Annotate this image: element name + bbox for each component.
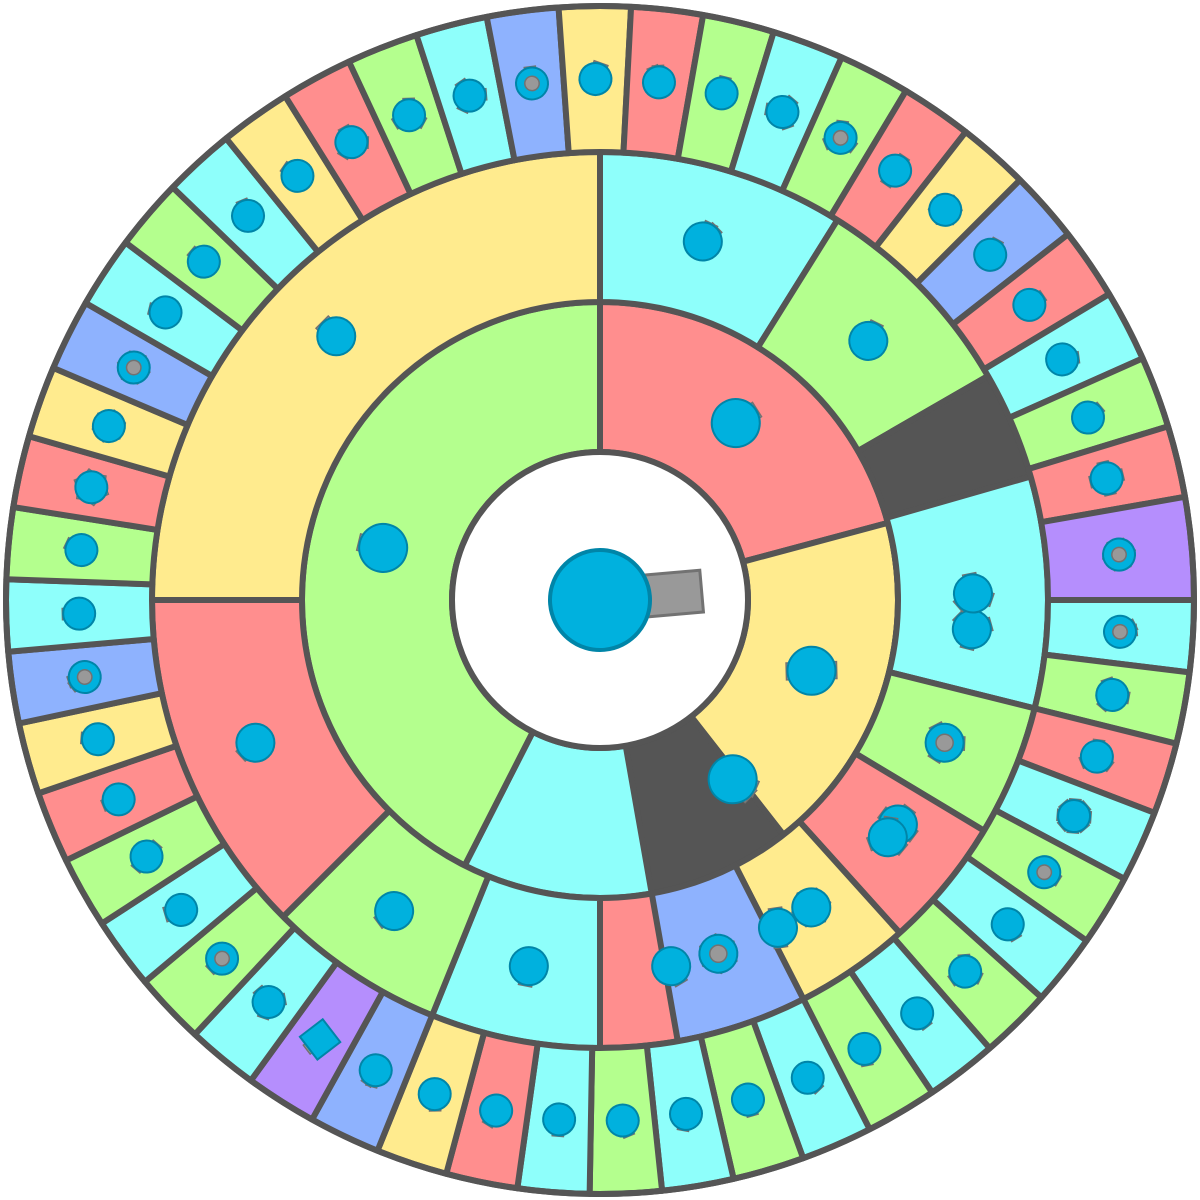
twin-tank-icon	[707, 754, 761, 805]
hybrid-tank-icon	[129, 839, 164, 875]
streamliner-tank-icon	[61, 596, 97, 631]
smasher-tank-icon	[927, 192, 963, 227]
auto-trapper-tank-icon	[204, 941, 240, 976]
auto-smasher-tank-icon	[1101, 537, 1137, 572]
skimmer-tank-icon	[100, 782, 136, 817]
tri-trapper-tank-icon	[251, 984, 288, 1021]
overtrapper-tank-icon	[417, 1077, 452, 1112]
triple-twin-tank-icon	[947, 953, 984, 989]
fighter-tank-icon	[146, 295, 183, 330]
assassin-tank-icon	[508, 946, 549, 988]
twin-flank-tank-icon	[757, 906, 798, 950]
stalker-tank-icon	[668, 1096, 703, 1133]
mega-trapper-tank-icon	[298, 1017, 342, 1061]
booster-tank-icon	[186, 244, 221, 279]
tri-angle-tank-icon	[952, 571, 995, 614]
triplet-tank-icon	[865, 815, 909, 858]
machine-gun-tank-icon	[710, 398, 763, 449]
overlord-tank-icon	[900, 996, 935, 1032]
overseer-tank-icon	[651, 946, 692, 988]
triplet-tank-icon	[334, 123, 370, 161]
auto-5-tank-icon	[1027, 855, 1063, 890]
sniper-tank-icon	[355, 522, 409, 573]
battleship-tank-icon	[990, 907, 1025, 943]
gunner-tank-icon	[682, 219, 723, 262]
octo-tank-icon	[1056, 798, 1093, 835]
factory-tank-icon	[730, 1082, 765, 1119]
manager-tank-icon	[790, 1060, 825, 1095]
trapper-tank-icon	[1045, 342, 1081, 377]
auto-smasher-tank-icon	[116, 350, 151, 385]
auto-3-tank-icon	[821, 119, 859, 155]
gunner-trapper-tank-icon	[358, 1053, 393, 1089]
penta-shot-tank-icon	[452, 77, 488, 115]
tank-body	[548, 548, 652, 652]
sprayer-tank-icon	[848, 319, 889, 361]
rocketeer-tank-icon	[79, 722, 115, 757]
gunner-tank-icon	[641, 63, 676, 100]
auto-smasher-tank-icon	[698, 933, 739, 975]
sprayer-tank-icon	[62, 533, 99, 568]
triple-shot-tank-icon	[951, 609, 994, 652]
streamliner-tank-icon	[479, 1093, 514, 1129]
smasher-tank-icon	[791, 887, 832, 928]
hunter-tank-icon	[373, 891, 415, 932]
mortar-tank-icon	[279, 158, 315, 193]
quad-tank-icon	[1088, 459, 1126, 497]
outer-ring-border	[3, 3, 1197, 1197]
skimmer-tank-icon	[231, 197, 266, 233]
hunter-tank-icon	[1012, 287, 1048, 322]
predator-tank-icon	[542, 1102, 577, 1138]
basic-tank-icon[interactable]	[546, 541, 706, 654]
overseer-tank-icon	[973, 236, 1008, 272]
destroyer-tank-icon	[314, 314, 357, 357]
assassin-tank-icon	[1071, 400, 1106, 435]
landmine-tank-icon	[91, 409, 127, 444]
tank-icons	[61, 59, 1139, 1140]
ranger-tank-icon	[605, 1103, 640, 1140]
tri-angle-tank-icon	[764, 94, 800, 131]
penta-shot-tank-icon	[1095, 676, 1131, 713]
flank-guard-tank-icon	[785, 645, 838, 696]
destroyer-tank-icon	[578, 59, 613, 97]
spike-tank-icon	[73, 467, 110, 507]
center-hub	[449, 449, 751, 751]
spread-shot-tank-icon	[390, 97, 428, 133]
trapper-tank-icon	[235, 722, 276, 763]
sprayer-tank-icon	[704, 74, 739, 111]
auto-3-tank-icon	[924, 720, 966, 765]
necromancer-tank-icon	[847, 1031, 882, 1068]
spread-shot-tank-icon	[1078, 738, 1115, 774]
auto-tank-icon	[514, 65, 549, 101]
auto-gunner-tank-icon	[1103, 614, 1139, 649]
twin-flank-tank-icon	[878, 152, 913, 189]
auto-gunner-tank-icon	[66, 660, 102, 695]
annihilator-tank-icon	[162, 892, 199, 927]
